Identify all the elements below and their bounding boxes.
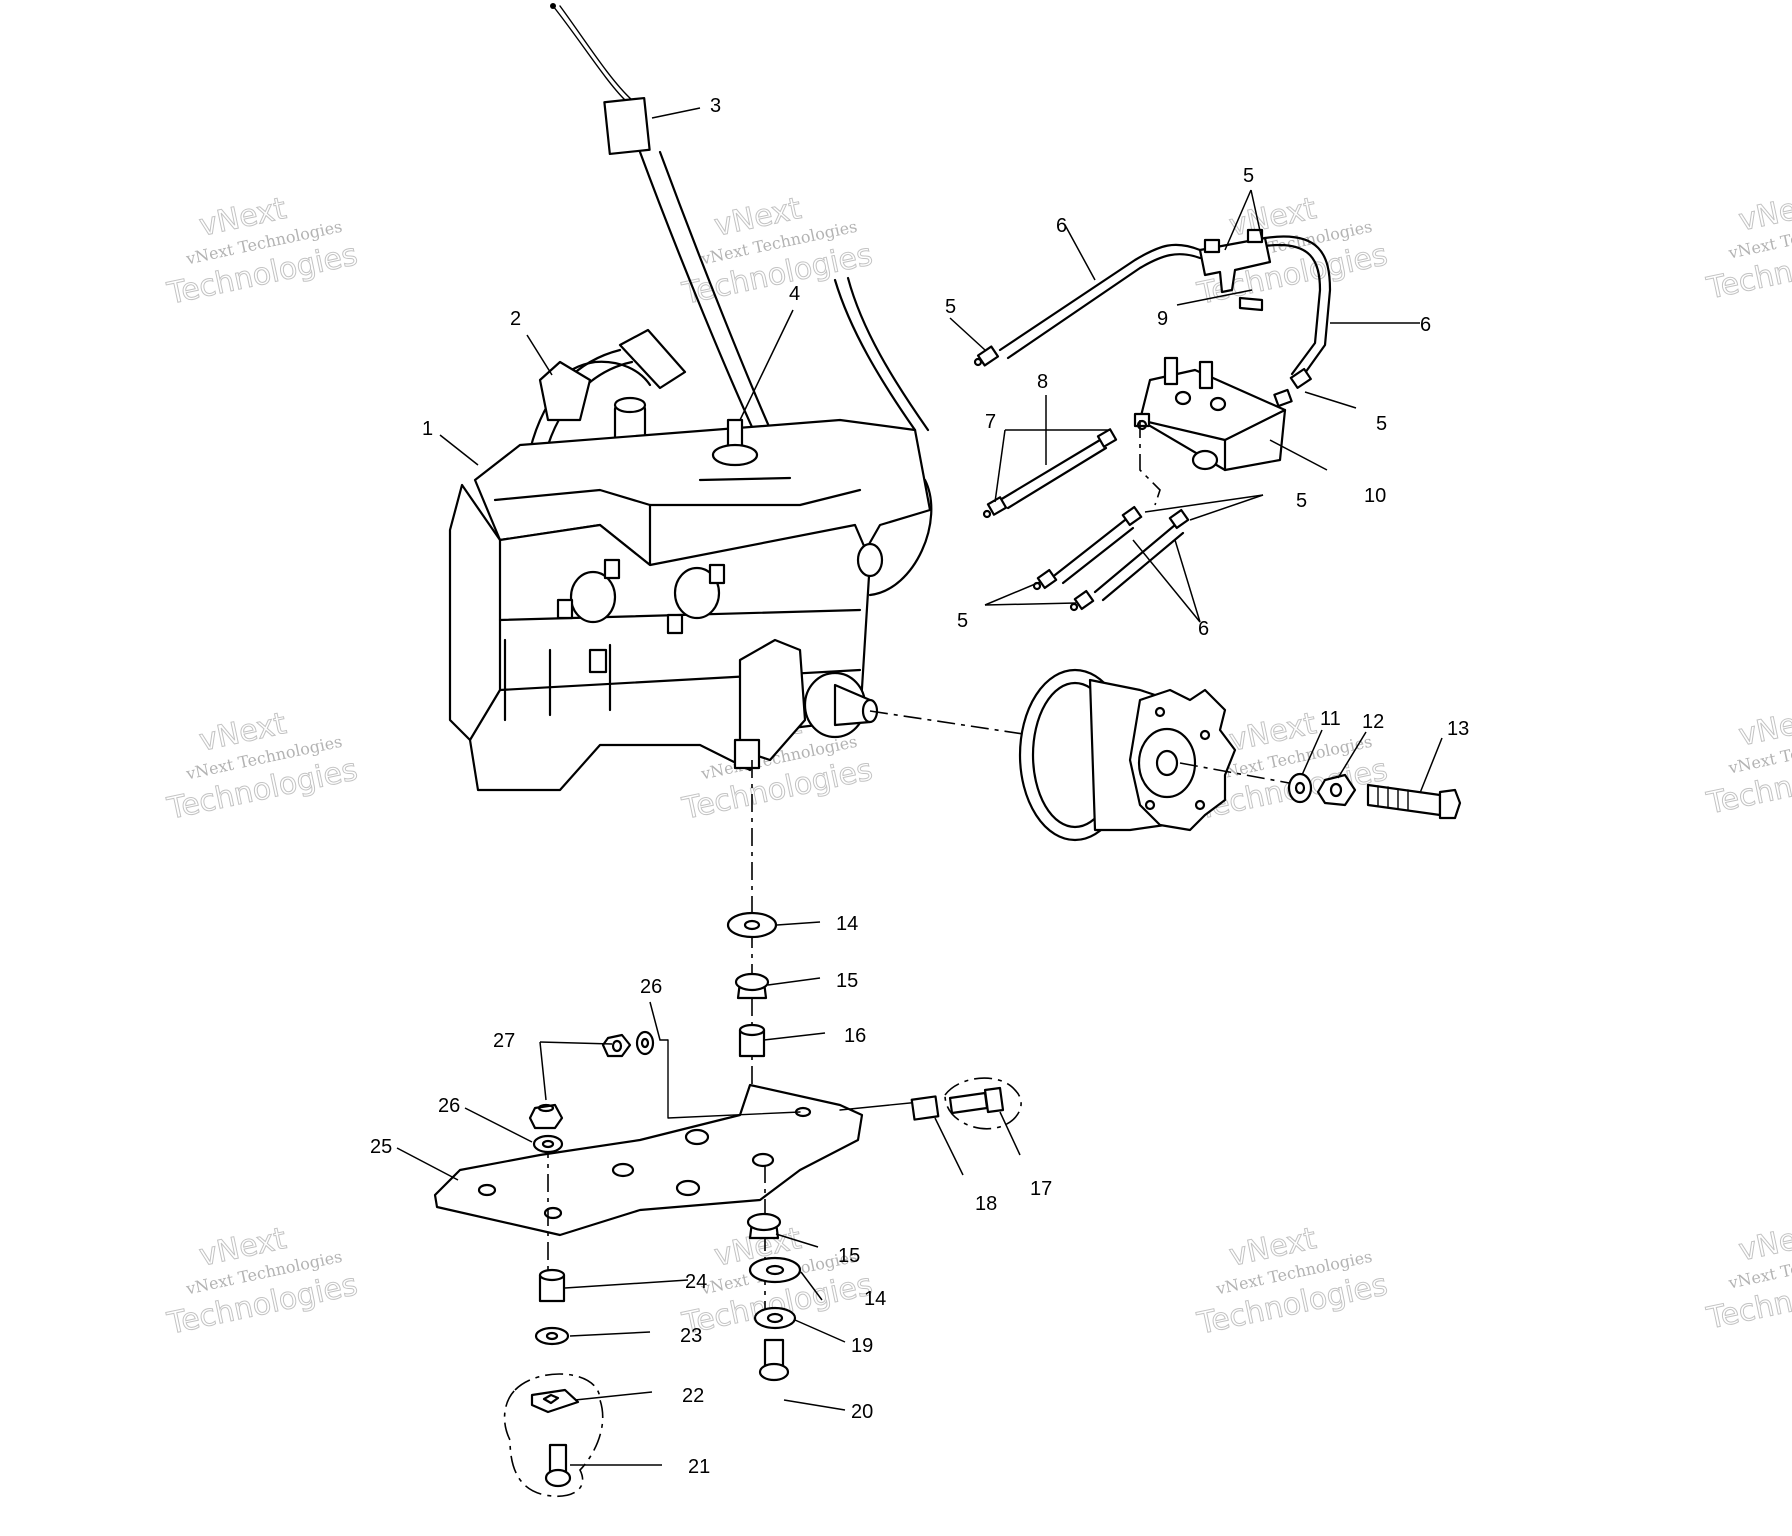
callout-1: 1 bbox=[422, 418, 433, 440]
callout-26-lower: 26 bbox=[438, 1095, 460, 1117]
callout-16: 16 bbox=[844, 1025, 866, 1047]
callout-24: 24 bbox=[685, 1271, 707, 1293]
throttle-cable bbox=[550, 3, 777, 442]
clutch-washer-11 bbox=[1287, 772, 1313, 804]
callout-22: 22 bbox=[682, 1385, 704, 1407]
washer-26-lower bbox=[532, 1134, 564, 1154]
callout-6-right: 6 bbox=[1420, 314, 1431, 336]
watermark-line-1: vNext bbox=[1736, 1216, 1792, 1269]
callout-7: 7 bbox=[985, 411, 996, 433]
callout-15-upper: 15 bbox=[836, 970, 858, 992]
callout-13: 13 bbox=[1447, 718, 1469, 740]
watermark-4: vNext vNext Technologies Technologies bbox=[1703, 185, 1792, 307]
watermarks: vNext vNext Technologies Technologies vN… bbox=[163, 185, 1792, 1343]
watermark-8: vNext vNext Technologies Technologies bbox=[1703, 700, 1792, 822]
callout-25: 25 bbox=[370, 1136, 392, 1158]
callout-labels: 3 2 1 4 5 6 5 9 6 8 7 5 10 5 5 6 11 12 1… bbox=[370, 95, 1469, 1478]
fuel-lines-lower bbox=[1032, 505, 1190, 612]
callout-6-top: 6 bbox=[1056, 215, 1067, 237]
callout-20: 20 bbox=[851, 1401, 873, 1423]
callout-5-top: 5 bbox=[1243, 165, 1254, 187]
watermark-1: vNext vNext Technologies Technologies bbox=[163, 191, 361, 313]
side-bolt-group bbox=[910, 1077, 1022, 1130]
engine-mount-plate bbox=[433, 1039, 921, 1325]
watermark-line-1: vNext bbox=[1736, 186, 1792, 239]
watermark-9: vNext vNext Technologies Technologies bbox=[163, 1221, 361, 1343]
callout-11: 11 bbox=[1320, 708, 1341, 730]
callout-26-upper: 26 bbox=[640, 976, 662, 998]
callout-12: 12 bbox=[1362, 711, 1384, 733]
fuel-line-upper-left bbox=[973, 243, 1202, 367]
callout-9: 9 bbox=[1157, 308, 1168, 330]
callout-17: 17 bbox=[1030, 1178, 1052, 1200]
watermark-11: vNext vNext Technologies Technologies bbox=[1193, 1221, 1391, 1343]
fuel-valve-tee bbox=[1198, 228, 1272, 312]
mount-stack-lower-left bbox=[503, 1268, 604, 1497]
fuel-pump-assembly bbox=[1133, 356, 1293, 506]
washer-26-upper bbox=[635, 1030, 655, 1056]
watermark-12: vNext vNext Technologies Technologies bbox=[1703, 1215, 1792, 1337]
callout-14-lower: 14 bbox=[864, 1288, 886, 1310]
drive-clutch bbox=[869, 668, 1301, 842]
callout-2: 2 bbox=[510, 308, 521, 330]
lock-nut-27-lower bbox=[528, 1103, 564, 1130]
clutch-spacer-12 bbox=[1316, 773, 1357, 807]
impulse-line-8 bbox=[982, 419, 1148, 519]
callout-4: 4 bbox=[789, 283, 800, 305]
callout-14-upper: 14 bbox=[836, 913, 858, 935]
lock-nut-27-upper bbox=[601, 1033, 632, 1058]
callout-27: 27 bbox=[493, 1030, 515, 1052]
watermark-line-1: vNext bbox=[1736, 701, 1792, 754]
callout-5-lower-left: 5 bbox=[957, 610, 968, 632]
fuel-line-upper-right bbox=[1263, 235, 1332, 389]
mount-stack-lower-right bbox=[746, 1212, 802, 1382]
callout-19: 19 bbox=[851, 1335, 873, 1357]
engine-block bbox=[448, 276, 933, 792]
callout-3: 3 bbox=[710, 95, 721, 117]
watermark-2: vNext vNext Technologies Technologies bbox=[678, 191, 876, 313]
watermark-5: vNext vNext Technologies Technologies bbox=[163, 706, 361, 828]
leader-lines bbox=[396, 107, 1443, 1466]
callout-5-right: 5 bbox=[1376, 413, 1387, 435]
callout-5-left: 5 bbox=[945, 296, 956, 318]
mount-stack-upper bbox=[726, 760, 778, 1085]
callout-10: 10 bbox=[1364, 485, 1386, 507]
callout-18: 18 bbox=[975, 1193, 997, 1215]
callout-6-lower: 6 bbox=[1198, 618, 1209, 640]
clutch-bolt-13 bbox=[1366, 783, 1462, 820]
callout-5-lower-right: 5 bbox=[1296, 490, 1307, 512]
callout-15-lower: 15 bbox=[838, 1245, 860, 1267]
callout-23: 23 bbox=[680, 1325, 702, 1347]
callout-8: 8 bbox=[1037, 371, 1048, 393]
callout-21: 21 bbox=[688, 1456, 710, 1478]
